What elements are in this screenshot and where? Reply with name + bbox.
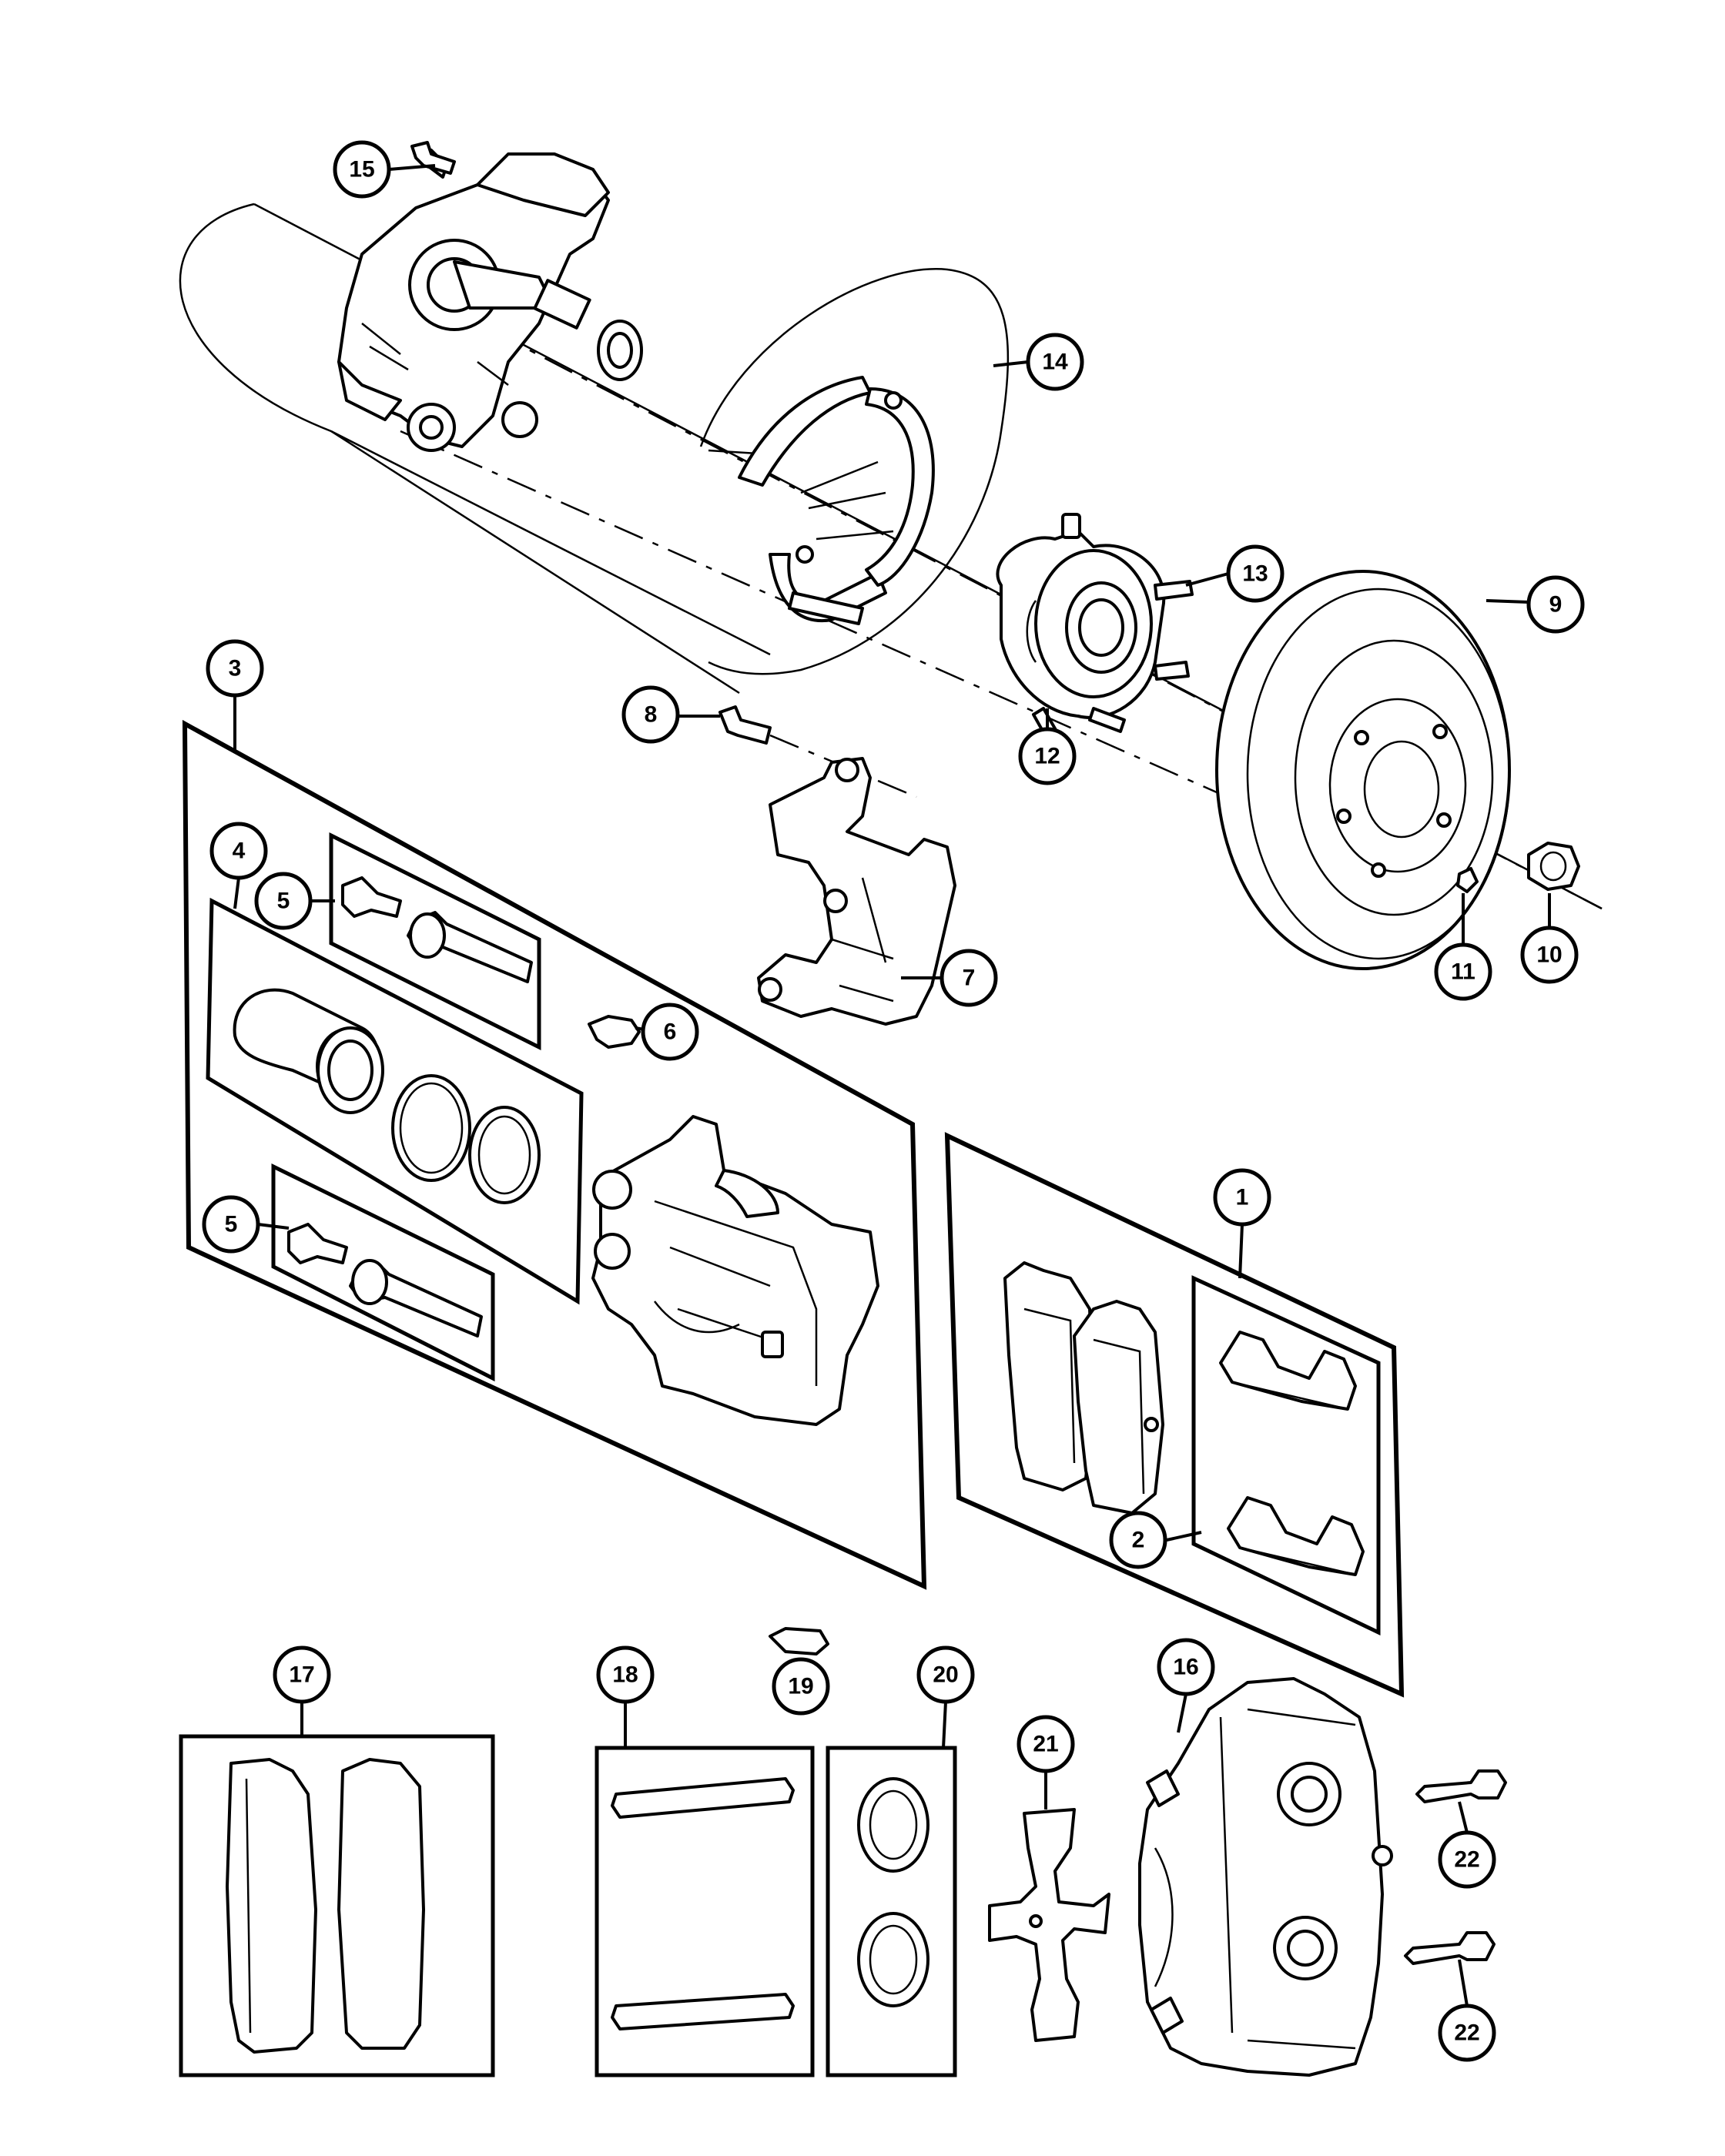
group-2-frame	[1191, 1275, 1381, 1635]
callout-2-label: 2	[1132, 1528, 1145, 1553]
callout-20-label: 20	[933, 1662, 958, 1688]
callout-19-label: 19	[788, 1674, 813, 1699]
callout-9: 9	[1526, 575, 1585, 634]
callout-12: 12	[1018, 727, 1077, 785]
group-5-lower-frame	[271, 1163, 495, 1382]
callout-14: 14	[1026, 333, 1084, 391]
anti-rattle-spring	[988, 1808, 1110, 2042]
guide-pin-bolt-upper	[341, 876, 533, 983]
callout-2: 2	[1109, 1511, 1167, 1569]
front-piston-seal-upper	[857, 1777, 929, 1873]
thrust-washer	[597, 320, 643, 381]
callout-6-label: 6	[664, 1019, 677, 1045]
callout-6: 6	[641, 1003, 699, 1061]
callout-14-label: 14	[1042, 350, 1068, 375]
callout-18-label: 18	[612, 1662, 638, 1688]
callout-8: 8	[621, 685, 680, 744]
callout-5-lower: 5	[202, 1195, 260, 1254]
callout-17-label: 17	[289, 1662, 314, 1688]
callout-7-label: 7	[963, 966, 976, 991]
parking-brake-shoe-backing-plate	[699, 268, 1010, 675]
group-18-frame	[595, 1746, 815, 2077]
callout-22-lower: 22	[1438, 2004, 1496, 2062]
front-piston-seal-lower	[857, 1912, 929, 2007]
callout-5-lower-label: 5	[225, 1212, 238, 1237]
knuckle-assembly	[337, 149, 610, 452]
callout-16-label: 16	[1173, 1655, 1198, 1680]
callout-13: 13	[1226, 544, 1285, 603]
lug-nut	[1527, 842, 1580, 891]
piston-seal	[391, 1074, 471, 1182]
caliper-pin-lower	[611, 1993, 795, 2030]
hub-and-bearing	[996, 513, 1194, 741]
callout-12-label: 12	[1034, 744, 1060, 769]
group-5-upper-frame	[329, 832, 541, 1051]
callout-3-label: 3	[229, 656, 242, 681]
group-4-frame	[206, 897, 584, 1305]
callout-1-label: 1	[1236, 1185, 1249, 1210]
caliper-pin-upper	[611, 1777, 795, 1819]
callout-17: 17	[273, 1645, 331, 1704]
callout-9-label: 9	[1549, 592, 1563, 618]
callout-18: 18	[596, 1645, 655, 1704]
callout-21: 21	[1017, 1715, 1075, 1773]
callout-11: 11	[1434, 942, 1492, 1001]
caliper-mounting-bolt-lower	[1404, 1931, 1496, 1965]
group-1-frame	[944, 1132, 1405, 1698]
callout-8-label: 8	[645, 702, 658, 728]
front-brake-pad-right	[337, 1758, 425, 2050]
front-caliper-assembly	[1138, 1677, 1393, 2077]
caliper-mounting-bolt-upper	[1415, 1769, 1507, 1803]
pad-clip-lower	[1227, 1496, 1365, 1576]
front-bleeder-screw	[769, 1627, 829, 1656]
callout-10: 10	[1520, 926, 1579, 984]
callout-15: 15	[333, 140, 391, 199]
callout-5-upper: 5	[254, 872, 313, 930]
callout-22-upper-label: 22	[1454, 1847, 1479, 1873]
callout-4: 4	[209, 822, 268, 880]
callout-4-label: 4	[233, 839, 246, 864]
pad-clip-upper	[1219, 1331, 1357, 1411]
callout-21-label: 21	[1033, 1732, 1058, 1757]
rear-caliper-body	[591, 1115, 879, 1426]
callout-3: 3	[206, 639, 264, 698]
callout-13-label: 13	[1242, 561, 1268, 587]
group-17-frame	[179, 1734, 495, 2077]
knuckle-bolt	[410, 141, 456, 175]
callout-19: 19	[772, 1657, 830, 1716]
callout-7: 7	[940, 949, 998, 1007]
callout-15-label: 15	[349, 157, 374, 182]
brake-rotor	[1215, 570, 1511, 970]
bleeder-screw	[588, 1015, 641, 1049]
group-20-frame	[826, 1746, 957, 2077]
callout-16: 16	[1157, 1638, 1215, 1696]
callout-11-label: 11	[1451, 959, 1475, 985]
caliper-adapter	[757, 757, 956, 1026]
guide-pin-bolt-lower	[287, 1223, 483, 1337]
piston-boot-ring	[468, 1106, 541, 1204]
brake-pad-outer	[1073, 1300, 1164, 1515]
callout-1: 1	[1213, 1168, 1271, 1227]
front-brake-pad-left	[226, 1758, 317, 2054]
callout-22-lower-label: 22	[1454, 2020, 1479, 2046]
callout-10-label: 10	[1536, 942, 1562, 968]
group-3-frame	[182, 719, 927, 1590]
callout-22-upper: 22	[1438, 1830, 1496, 1889]
retainer-clip	[1456, 867, 1479, 893]
dust-boot	[317, 1026, 384, 1114]
callout-20: 20	[916, 1645, 975, 1704]
callout-5-upper-label: 5	[277, 889, 290, 914]
